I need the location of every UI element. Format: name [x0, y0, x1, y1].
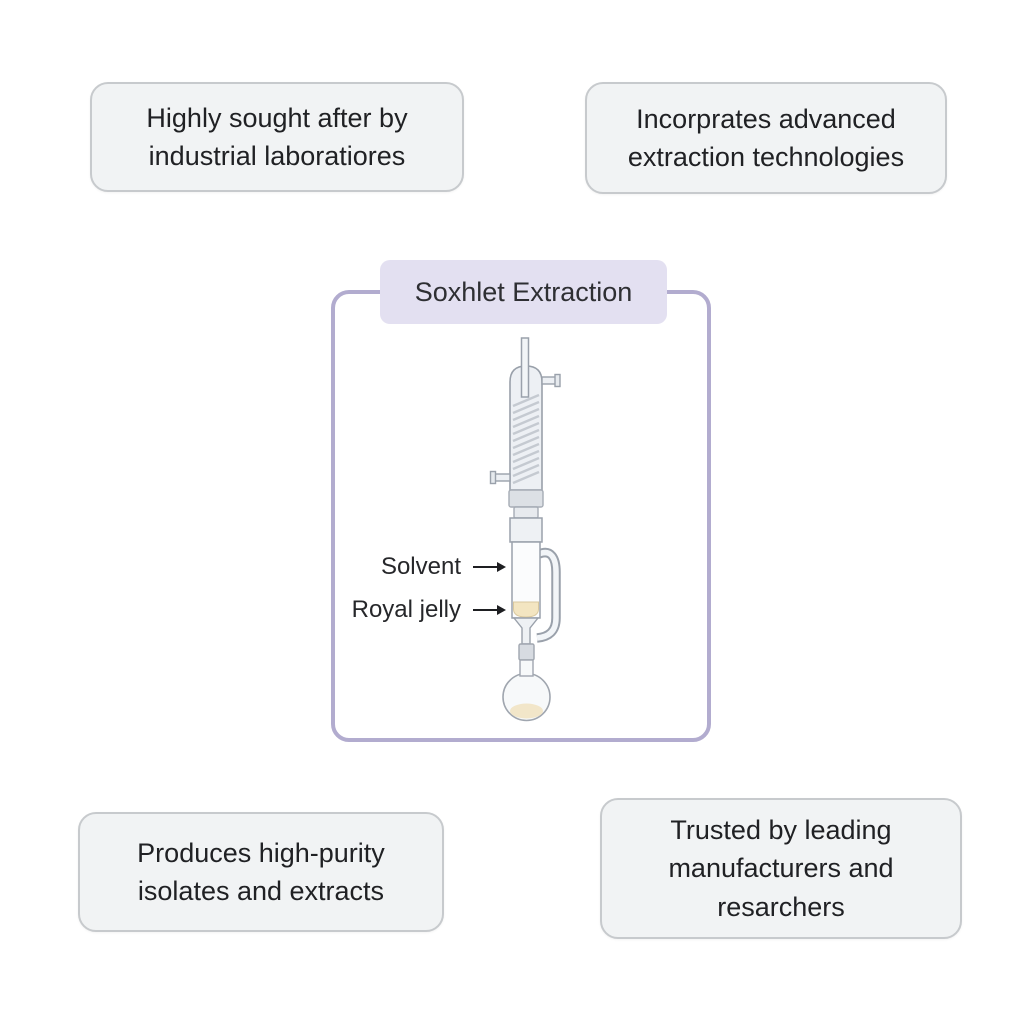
solvent-label: Solvent	[380, 553, 461, 580]
condenser	[489, 337, 561, 491]
feature-box-bottom-right: Trusted by leading manufacturers and res…	[600, 798, 962, 939]
diagram-title: Soxhlet Extraction	[380, 260, 667, 324]
round-bottom-flask	[502, 659, 551, 722]
glass-joint-upper	[508, 489, 544, 519]
feature-box-top-left: Highly sought after by industrial labora…	[90, 82, 464, 192]
extraction-chamber	[509, 517, 543, 645]
solvent-label-row: Solvent	[381, 552, 506, 582]
soxhlet-apparatus-illustration	[489, 337, 561, 722]
condenser-coil	[512, 393, 540, 485]
royal-jelly-label-row: Royal jelly	[352, 595, 506, 625]
chamber-outlet	[512, 617, 540, 645]
royal-jelly-sample	[513, 601, 539, 618]
flask-liquid	[510, 703, 543, 719]
feature-box-bottom-left: Produces high-purity isolates and extrac…	[78, 812, 444, 932]
solvent-arrow-icon	[473, 562, 506, 572]
condenser-inner-tube	[520, 337, 530, 398]
flask-neck	[519, 659, 534, 677]
condenser-left-arm	[489, 470, 511, 485]
condenser-right-arm	[541, 373, 561, 388]
glass-joint-lower	[518, 643, 535, 661]
siphon-tube	[536, 547, 561, 643]
feature-box-top-right: Incorprates advanced extraction technolo…	[585, 82, 947, 194]
royal-jelly-arrow-icon	[473, 605, 506, 615]
royal-jelly-label: Royal jelly	[351, 596, 461, 623]
